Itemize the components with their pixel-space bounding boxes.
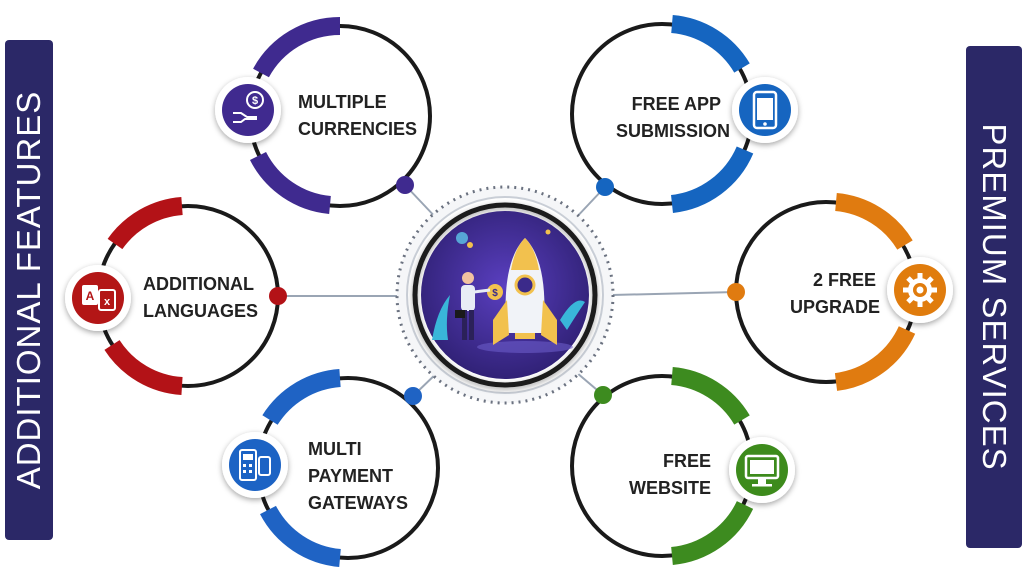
ring-free-website	[570, 367, 795, 565]
premium-services-banner: PREMIUM SERVICES	[966, 46, 1022, 548]
ring-free-upgrade	[727, 193, 953, 391]
label-multi-payment-gateways: MULTI PAYMENT GATEWAYS	[308, 439, 409, 513]
label-multiple-currencies: MULTIPLE CURRENCIES	[298, 92, 418, 139]
node-dot-free-upgrade	[727, 283, 745, 301]
ring-additional-languages: A x	[65, 197, 287, 395]
svg-text:A: A	[86, 289, 95, 303]
node-dot-free-app-submission	[596, 178, 614, 196]
label-additional-languages: ADDITIONAL LANGUAGES	[143, 274, 259, 321]
connector-free-upgrade	[611, 291, 737, 296]
center-hub: $	[395, 185, 615, 405]
label-free-app-submission: FREE APP SUBMISSION	[616, 94, 731, 141]
pos-terminal-icon	[222, 432, 288, 498]
language-translate-icon: A x	[65, 265, 131, 331]
gear-icon	[887, 257, 953, 323]
label-free-upgrade: 2 FREE UPGRADE	[790, 270, 881, 317]
node-dot-multiple-currencies	[396, 176, 414, 194]
label-free-website: FREE WEBSITE	[628, 451, 711, 498]
node-dot-additional-languages	[269, 287, 287, 305]
monitor-icon	[729, 437, 795, 503]
ring-free-app-submission	[570, 15, 798, 213]
additional-features-banner: ADDITIONAL FEATURES	[5, 40, 53, 540]
svg-text:$: $	[492, 288, 498, 299]
rocket-launch-illustration: $	[432, 229, 585, 353]
node-dot-free-website	[594, 386, 612, 404]
node-dot-multi-payment-gateways	[404, 387, 422, 405]
ring-multiple-currencies: $	[215, 17, 432, 214]
svg-text:x: x	[104, 296, 111, 308]
currency-exchange-icon: $	[215, 77, 281, 143]
mobile-phone-icon	[732, 77, 798, 143]
ring-multi-payment-gateways	[222, 369, 440, 567]
svg-text:$: $	[252, 95, 258, 107]
